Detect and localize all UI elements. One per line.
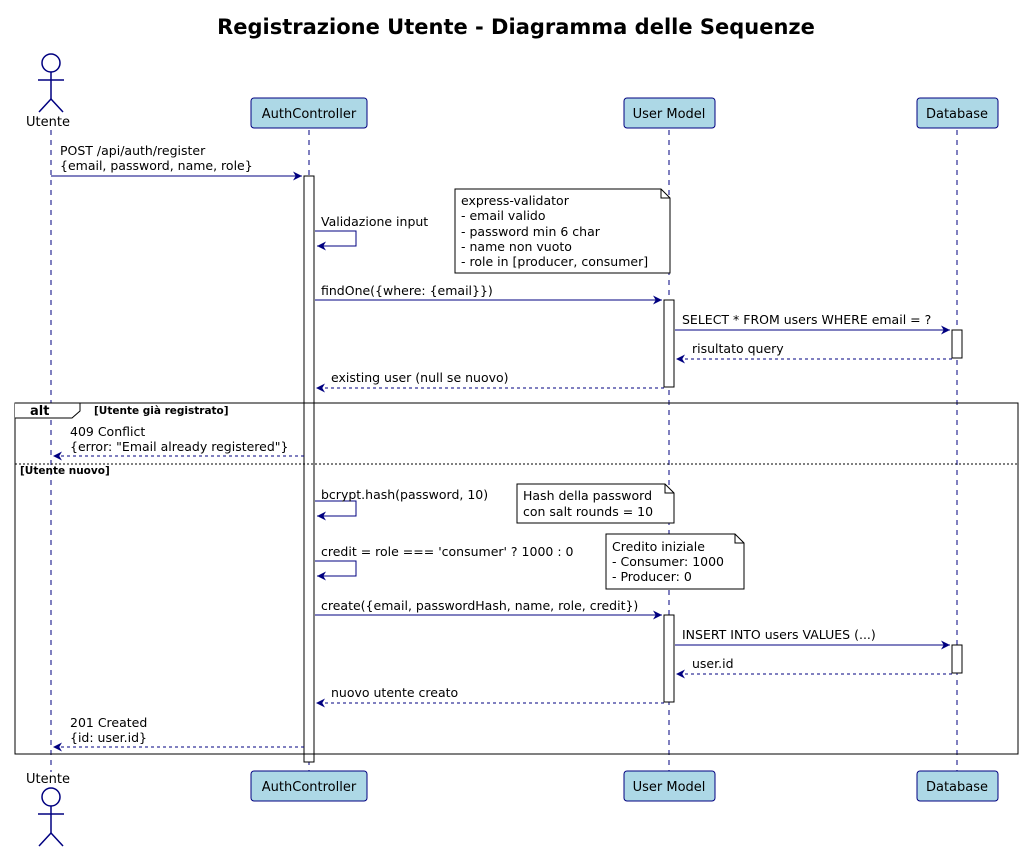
- note: express-validator - email valido - passw…: [454, 188, 671, 274]
- message-label: Validazione input: [321, 214, 428, 229]
- message-label: bcrypt.hash(password, 10): [321, 487, 488, 502]
- message-arrow: [315, 230, 357, 251]
- participant-database: Database: [916, 770, 999, 802]
- note-line: Hash della password: [523, 488, 652, 503]
- participant-authcontroller: AuthController: [250, 97, 368, 129]
- participant-user-model: User Model: [623, 770, 716, 802]
- message-label: findOne({where: {email}}): [321, 283, 493, 298]
- activation-authcontroller: [303, 175, 315, 763]
- note: Hash della password con salt rounds = 10: [516, 483, 675, 524]
- note-line: - Producer: 0: [612, 569, 692, 584]
- message-arrow: [315, 500, 357, 521]
- fragment-guard: [Utente nuovo]: [20, 465, 110, 477]
- actor-label: Utente: [26, 115, 70, 130]
- participants-bottom: Utente AuthController User Model Databas…: [26, 770, 999, 847]
- notes: express-validator - email valido - passw…: [454, 188, 745, 590]
- participant-label: User Model: [633, 780, 706, 795]
- actor-utente: Utente: [26, 772, 70, 847]
- message-label: {id: user.id}: [70, 730, 147, 745]
- fragment-keyword: alt: [30, 404, 49, 419]
- message-label: user.id: [692, 656, 734, 671]
- message-label: {error: "Email already registered"}: [70, 439, 289, 454]
- person-icon: [38, 787, 64, 847]
- activation-database: [951, 644, 963, 674]
- actor-label: Utente: [26, 772, 70, 787]
- participant-database: Database: [916, 97, 999, 129]
- alt-fragment: alt [Utente già registrato] [Utente nuov…: [14, 402, 1019, 755]
- participants-top: Utente AuthController User Model Databas…: [26, 53, 999, 130]
- participant-label: AuthController: [262, 107, 357, 122]
- note-line: - password min 6 char: [461, 224, 601, 239]
- message-arrow: [315, 560, 357, 581]
- note-line: con salt rounds = 10: [523, 504, 653, 519]
- message-label: POST /api/auth/register: [60, 143, 206, 158]
- note-line: express-validator: [461, 193, 570, 208]
- message-label: create({email, passwordHash, name, role,…: [321, 598, 638, 613]
- actor-utente: Utente: [26, 53, 70, 130]
- messages: [51, 171, 952, 752]
- note: Credito iniziale - Consumer: 1000 - Prod…: [605, 533, 745, 590]
- note-line: - role in [producer, consumer]: [461, 254, 648, 269]
- person-icon: [38, 53, 64, 113]
- note-line: Credito iniziale: [612, 539, 705, 554]
- participant-label: Database: [926, 780, 988, 795]
- message-label: existing user (null se nuovo): [331, 370, 509, 385]
- note-line: - Consumer: 1000: [612, 554, 724, 569]
- participant-user-model: User Model: [623, 97, 716, 129]
- activation-user-model: [663, 614, 675, 703]
- message-label: risultato query: [692, 341, 784, 356]
- participant-authcontroller: AuthController: [250, 770, 368, 802]
- participant-label: User Model: [633, 107, 706, 122]
- activation-user-model: [663, 299, 675, 388]
- message-label: 201 Created: [70, 715, 147, 730]
- note-line: - email valido: [461, 208, 546, 223]
- activation-bars: [303, 175, 963, 763]
- fragment-guard: [Utente già registrato]: [94, 405, 229, 417]
- message-label: nuovo utente creato: [331, 685, 458, 700]
- participant-label: Database: [926, 107, 988, 122]
- message-label: INSERT INTO users VALUES (...): [682, 627, 876, 642]
- message-label: credit = role === 'consumer' ? 1000 : 0: [321, 544, 574, 559]
- note-line: - name non vuoto: [461, 239, 572, 254]
- message-labels: POST /api/auth/register {email, password…: [60, 143, 931, 745]
- diagram-title: Registrazione Utente - Diagramma delle S…: [217, 15, 815, 39]
- message-label: 409 Conflict: [70, 424, 145, 439]
- activation-database: [951, 329, 963, 359]
- message-label: {email, password, name, role}: [60, 158, 253, 173]
- message-label: SELECT * FROM users WHERE email = ?: [682, 312, 931, 327]
- participant-label: AuthController: [262, 780, 357, 795]
